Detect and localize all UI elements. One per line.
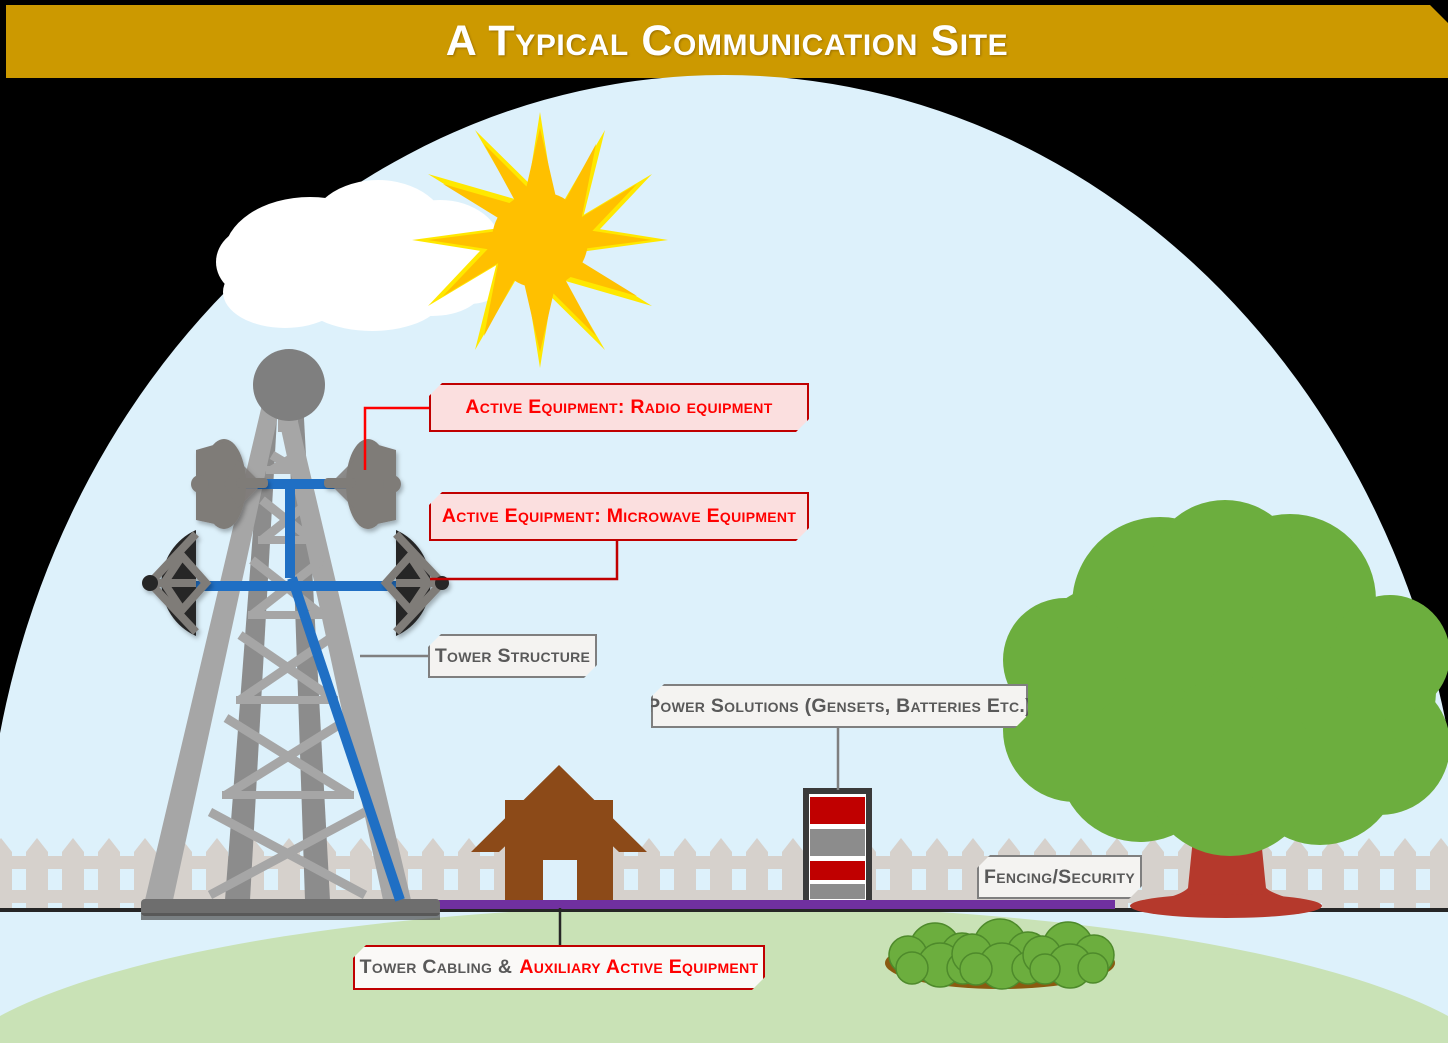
microwave-dish-left (142, 530, 212, 636)
power-cabinet (803, 788, 872, 909)
callout-radio-equipment[interactable]: Active Equipment: Radio equipment (429, 383, 809, 432)
equipment-shelter (471, 765, 647, 908)
callout-microwave-equipment-label: Active Equipment: Microwave Equipment (441, 505, 797, 527)
callout-tower-structure[interactable]: Tower Structure (428, 634, 597, 678)
leader-line-microwave (430, 541, 619, 581)
callout-radio-equipment-label: Active Equipment: Radio equipment (465, 396, 773, 418)
callout-power-solutions-label: Power Solutions (Gensets, Batteries Etc.… (647, 694, 1032, 717)
callout-fencing-security[interactable]: Fencing/Security (977, 855, 1142, 899)
radio-antenna-right (324, 439, 401, 529)
callout-power-solutions[interactable]: Power Solutions (Gensets, Batteries Etc.… (651, 684, 1028, 728)
title-banner: A Typical Communication Site (6, 5, 1448, 78)
radio-antenna-left (191, 439, 268, 529)
microwave-dish-right (380, 530, 449, 636)
callout-tower-structure-label: Tower Structure (434, 644, 591, 667)
ground-cable (275, 900, 1115, 909)
page-title: A Typical Communication Site (445, 17, 1009, 65)
callout-tower-cabling[interactable]: Tower Cabling & Auxiliary Active Equipme… (353, 945, 765, 990)
tree (1003, 500, 1448, 918)
callout-tower-cabling-label-secondary: Auxiliary Active Equipment (519, 956, 759, 978)
leader-line-radio (363, 406, 429, 470)
communication-tower (141, 349, 440, 920)
callout-tower-cabling-label-primary: Tower Cabling & (359, 956, 513, 978)
shrubs (885, 918, 1115, 990)
callout-fencing-security-label: Fencing/Security (983, 865, 1136, 888)
sun-icon (412, 112, 668, 368)
callout-microwave-equipment[interactable]: Active Equipment: Microwave Equipment (429, 492, 809, 541)
